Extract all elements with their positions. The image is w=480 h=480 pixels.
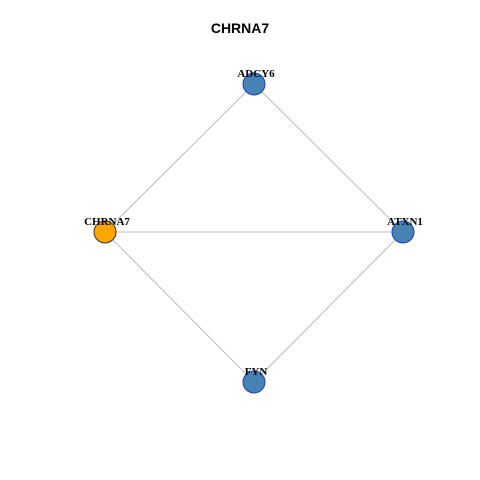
edge-chrna7-fyn	[104, 231, 255, 383]
node-label-atxn1: ATXN1	[387, 216, 423, 228]
edge-layer	[104, 83, 404, 383]
node-fyn[interactable]	[242, 370, 266, 394]
node-layer	[93, 72, 415, 394]
node-atxn1[interactable]	[391, 220, 415, 244]
node-chrna7[interactable]	[93, 220, 117, 244]
node-label-chrna7: CHRNA7	[84, 216, 130, 228]
edge-adcy6-atxn1	[253, 83, 404, 233]
edge-adcy6-chrna7	[104, 83, 255, 233]
graph-title: CHRNA7	[210, 20, 270, 36]
edge-fyn-atxn1	[253, 231, 404, 383]
node-adcy6[interactable]	[242, 72, 266, 96]
node-label-fyn: FYN	[245, 366, 268, 378]
node-label-adcy6: ADCY6	[237, 68, 275, 80]
